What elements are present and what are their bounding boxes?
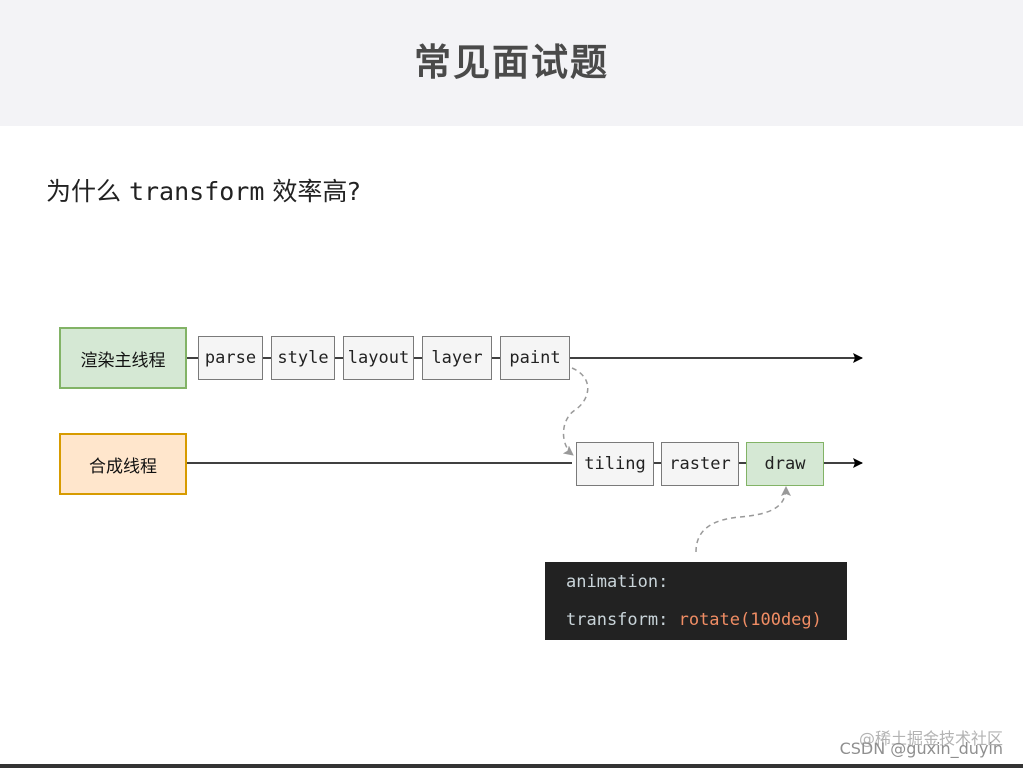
question-code: transform — [128, 177, 265, 206]
step-tiling: tiling — [576, 442, 654, 486]
step-layer: layer — [422, 336, 492, 380]
question-suffix: 效率高? — [264, 177, 361, 206]
question-prefix: 为什么 — [46, 177, 129, 206]
step-raster: raster — [661, 442, 739, 486]
step-layout: layout — [343, 336, 414, 380]
watermark-juejin: @稀土掘金技术社区 — [858, 729, 1003, 748]
compositor-thread-label: 合成线程 — [59, 433, 187, 495]
code-line-transform: transform: rotate(100deg) — [566, 610, 822, 630]
step-parse: parse — [198, 336, 263, 380]
step-style: style — [271, 336, 335, 380]
step-draw: draw — [746, 442, 824, 486]
watermark-csdn: CSDN @guxin_duyin — [839, 739, 1003, 758]
code-snippet: animation: transform: rotate(100deg) — [545, 562, 847, 640]
code-property-transform: transform: — [566, 610, 679, 630]
step-paint: paint — [500, 336, 570, 380]
question-text: 为什么 transform 效率高? — [46, 172, 361, 208]
code-line-animation: animation: — [566, 572, 668, 592]
slide-title: 常见面试题 — [414, 41, 609, 84]
main-thread-label: 渲染主线程 — [59, 327, 187, 389]
code-to-draw-arrow — [695, 486, 791, 553]
code-value-transform: rotate(100deg) — [678, 610, 822, 630]
slide-header — [0, 0, 1023, 126]
code-property-animation: animation: — [566, 572, 669, 592]
bottom-rule — [0, 764, 1023, 768]
